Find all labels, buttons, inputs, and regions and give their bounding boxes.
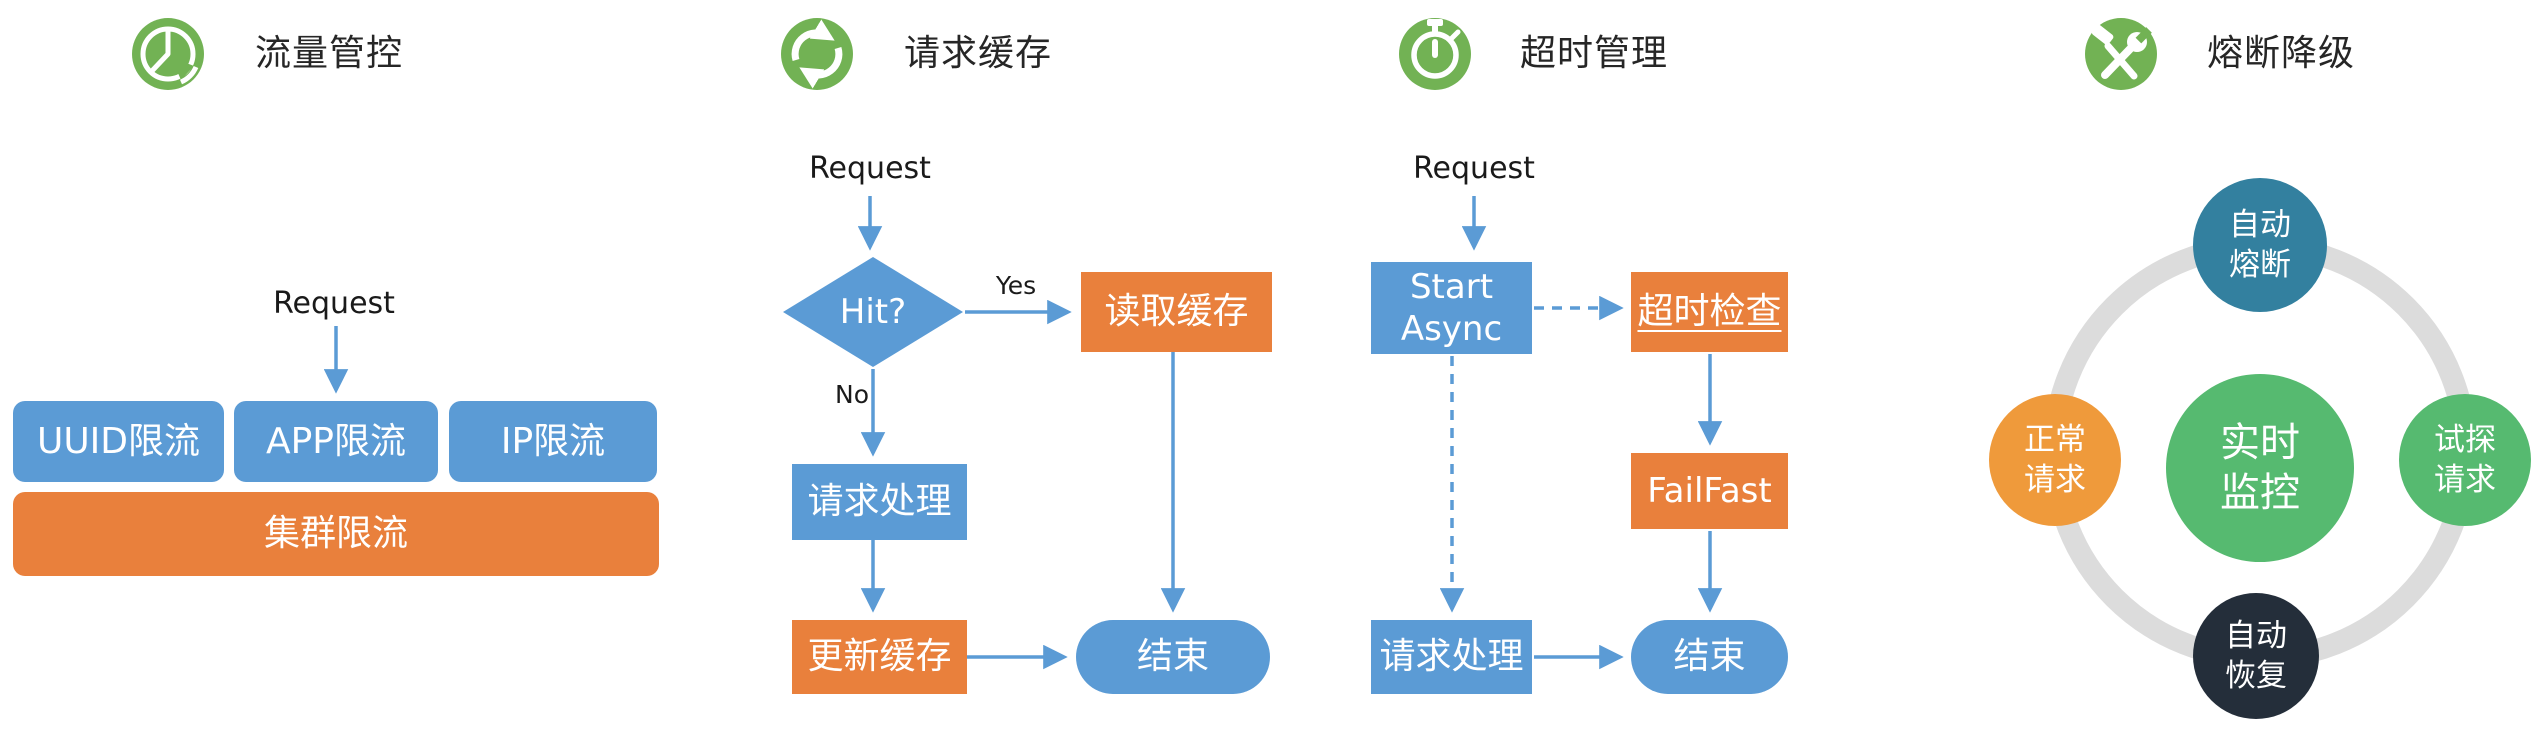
end-node-timeout: 结束: [1631, 620, 1788, 694]
request-label-timeout: Request: [1413, 151, 1535, 186]
uuid-limit-box: UUID限流: [13, 401, 224, 482]
request-label-cache: Request: [809, 151, 931, 186]
panel-title-cache: 请求缓存: [904, 33, 1053, 74]
failfast-box: FailFast: [1631, 453, 1788, 529]
probe-request-circle: 试探 请求: [2399, 394, 2531, 526]
auto-recover-line2: 恢复: [2225, 658, 2287, 694]
start-async-box: Start Async: [1371, 262, 1532, 354]
app-limit-box: APP限流: [234, 401, 438, 482]
start-async-line2: Async: [1400, 309, 1503, 349]
timeout-check-box: 超时检查: [1631, 272, 1788, 352]
start-async-line1: Start: [1409, 267, 1494, 307]
read-cache-box: 读取缓存: [1081, 272, 1272, 352]
auto-fuse-line1: 自动: [2229, 207, 2291, 243]
no-label: No: [835, 380, 869, 409]
process-box-timeout: 请求处理: [1371, 620, 1532, 694]
timeout-check-label: 超时检查: [1637, 291, 1782, 332]
pie-chart-icon: [132, 18, 204, 90]
stopwatch-icon: [1399, 18, 1471, 90]
update-cache-box: 更新缓存: [792, 620, 967, 694]
probe-request-line2: 请求: [2434, 462, 2496, 498]
realtime-monitor-line1: 实时: [2220, 420, 2300, 466]
yes-label: Yes: [995, 271, 1037, 300]
ip-limit-box: IP限流: [449, 401, 657, 482]
panel-title-timeout: 超时管理: [1520, 33, 1669, 74]
process-box-cache: 请求处理: [792, 464, 967, 540]
end-node-cache: 结束: [1076, 620, 1270, 694]
tools-icon: [2085, 18, 2157, 90]
auto-recover-line1: 自动: [2225, 618, 2287, 654]
request-label-traffic: Request: [273, 286, 395, 321]
cluster-limit-box: 集群限流: [13, 492, 659, 576]
panel-title-traffic: 流量管控: [255, 33, 404, 74]
auto-recover-circle: 自动 恢复: [2193, 593, 2319, 719]
auto-fuse-line2: 熔断: [2229, 247, 2291, 283]
normal-request-circle: 正常 请求: [1989, 394, 2121, 526]
realtime-monitor-line2: 监控: [2220, 470, 2300, 516]
probe-request-line1: 试探: [2434, 422, 2496, 458]
panel-title-fuse: 熔断降级: [2207, 33, 2356, 74]
normal-request-line1: 正常: [2024, 422, 2086, 458]
normal-request-line2: 请求: [2024, 462, 2086, 498]
auto-fuse-circle: 自动 熔断: [2193, 178, 2327, 312]
realtime-monitor-circle: 实时 监控: [2166, 374, 2354, 562]
sync-icon: [781, 18, 853, 90]
